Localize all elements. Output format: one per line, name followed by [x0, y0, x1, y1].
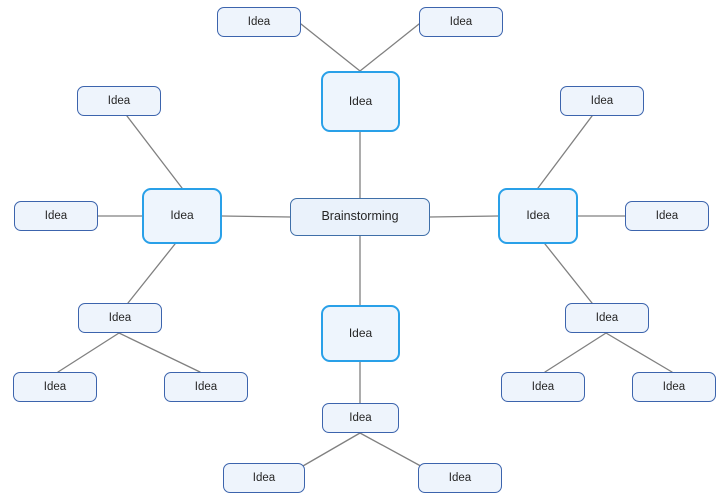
node-center[interactable]: Brainstorming [290, 198, 430, 236]
node-left[interactable]: Idea [142, 188, 222, 244]
node-label: Idea [531, 380, 555, 393]
node-right-mid[interactable]: Idea [565, 303, 649, 333]
node-label: Idea [349, 411, 372, 424]
node-label: Idea [252, 471, 276, 484]
connector-bottom-mid-to-bottom-b [359, 432, 429, 471]
connector-top-to-top-b [359, 23, 420, 72]
node-label: Idea [44, 209, 68, 222]
node-label: Idea [43, 380, 67, 393]
node-right-mid-b[interactable]: Idea [632, 372, 716, 402]
node-label: Idea [108, 311, 132, 324]
node-label: Idea [247, 15, 271, 28]
node-left-side[interactable]: Idea [14, 201, 98, 231]
node-top[interactable]: Idea [321, 71, 400, 132]
connector-center-to-right [429, 215, 499, 218]
node-right-mid-a[interactable]: Idea [501, 372, 585, 402]
node-label: Idea [590, 94, 614, 107]
node-left-up[interactable]: Idea [77, 86, 161, 116]
node-label: Idea [170, 208, 194, 223]
connector-left-mid-to-left-mid-b [118, 332, 201, 373]
node-bottom-mid[interactable]: Idea [322, 403, 399, 433]
connector-left-mid-to-left-mid-a [57, 332, 120, 373]
node-label: Idea [348, 93, 373, 108]
node-right-up[interactable]: Idea [560, 86, 644, 116]
node-top-b[interactable]: Idea [419, 7, 503, 37]
node-right[interactable]: Idea [498, 188, 578, 244]
connector-top-to-top-a [300, 23, 361, 72]
node-left-mid-b[interactable]: Idea [164, 372, 248, 402]
node-left-mid[interactable]: Idea [78, 303, 162, 333]
connector-bottom-mid-to-bottom-a [295, 432, 361, 471]
node-label: Idea [449, 15, 473, 28]
connector-right-to-right-mid [544, 243, 593, 304]
node-label: Idea [526, 208, 550, 223]
node-bottom-a[interactable]: Idea [223, 463, 305, 493]
node-label: Idea [448, 471, 472, 484]
node-label: Idea [107, 94, 131, 107]
node-bottom[interactable]: Idea [321, 305, 400, 362]
node-right-side[interactable]: Idea [625, 201, 709, 231]
node-top-a[interactable]: Idea [217, 7, 301, 37]
connector-right-to-right-up [537, 115, 593, 189]
node-label: Brainstorming [321, 209, 399, 224]
connector-left-to-left-up [126, 115, 183, 189]
node-label: Idea [194, 380, 218, 393]
node-label: Idea [662, 380, 686, 393]
connector-left-to-left-mid [127, 243, 176, 304]
node-left-mid-a[interactable]: Idea [13, 372, 97, 402]
node-bottom-b[interactable]: Idea [418, 463, 502, 493]
connector-center-to-left [221, 215, 291, 218]
node-label: Idea [655, 209, 679, 222]
connector-right-mid-to-right-mid-a [544, 332, 607, 373]
node-label: Idea [348, 325, 373, 340]
connector-right-mid-to-right-mid-b [605, 332, 673, 373]
node-label: Idea [595, 311, 619, 324]
